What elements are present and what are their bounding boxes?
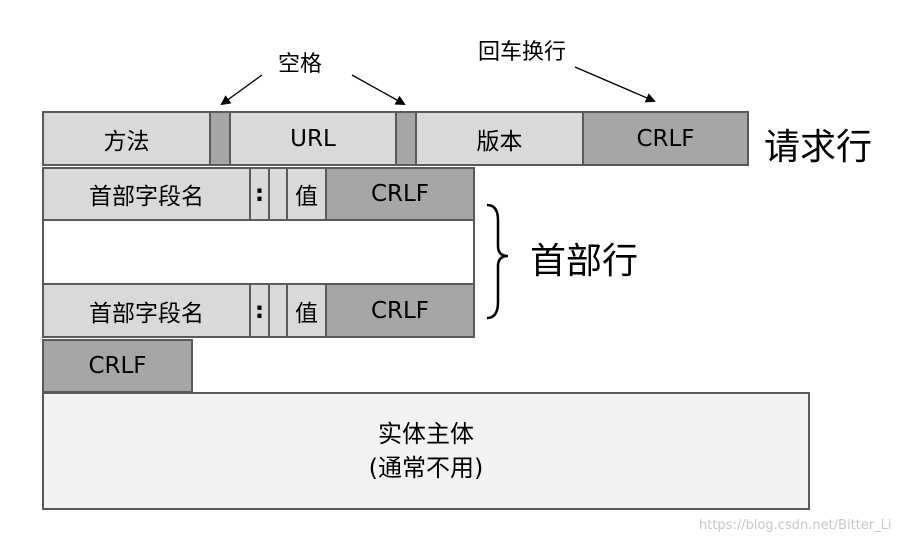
header-brace xyxy=(486,203,509,320)
crlf-note-label: 回车换行 xyxy=(478,40,567,65)
entity-body-note: (通常不用) xyxy=(368,454,484,482)
watermark: https://blog.csdn.net/Bitter_Li xyxy=(699,518,892,533)
version-cell: 版本 xyxy=(415,111,584,166)
header-colon: : xyxy=(249,167,270,221)
header-crlf: CRLF xyxy=(325,283,475,338)
space-cell-2 xyxy=(395,111,417,166)
header-field-name: 首部字段名 xyxy=(42,167,251,221)
space-arrow-right xyxy=(351,74,406,105)
method-cell: 方法 xyxy=(42,111,211,166)
header-value: 值 xyxy=(286,283,327,338)
header-value: 值 xyxy=(286,167,327,221)
header-space xyxy=(268,283,288,338)
request-line-label: 请求行 xyxy=(764,127,873,168)
entity-body: 实体主体 (通常不用) xyxy=(42,392,810,510)
header-lines-label: 首部行 xyxy=(530,241,639,282)
header-crlf: CRLF xyxy=(325,167,475,221)
request-crlf-cell: CRLF xyxy=(582,111,749,166)
header-lines-gap xyxy=(42,219,475,285)
blank-line-crlf: CRLF xyxy=(42,339,193,393)
url-cell: URL xyxy=(229,111,397,166)
header-colon: : xyxy=(249,283,270,338)
space-label: 空格 xyxy=(278,52,323,77)
space-cell-1 xyxy=(209,111,231,166)
header-space xyxy=(268,167,288,221)
space-arrow-left xyxy=(220,74,263,106)
crlf-arrow xyxy=(574,66,656,103)
entity-body-title: 实体主体 xyxy=(378,420,474,448)
header-field-name: 首部字段名 xyxy=(42,283,251,338)
